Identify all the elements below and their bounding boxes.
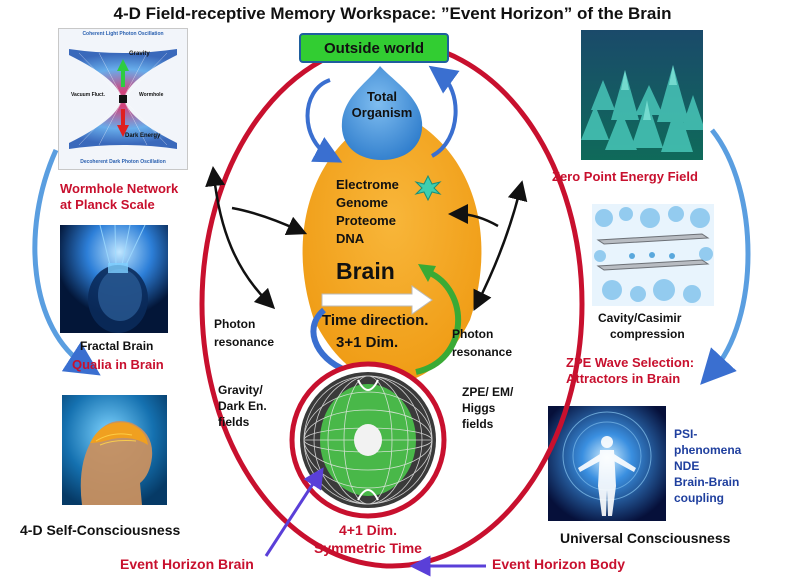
genome-label: Genome — [336, 195, 389, 210]
organism-drop — [341, 66, 423, 160]
organism-label: Organism — [351, 105, 413, 120]
psi-4: Brain-Brain — [674, 475, 740, 489]
photon-left-1: Photon — [214, 317, 256, 331]
wormhole-network-label: Wormhole Network — [60, 181, 179, 196]
zero-point-field-image — [581, 30, 703, 160]
dim31-label: 3+1 Dim. — [336, 334, 399, 351]
event-horizon-brain-label: Event Horizon Brain — [120, 556, 254, 572]
total-label: Total — [366, 89, 398, 104]
cavity-label: Cavity/Casimir — [598, 311, 682, 325]
outside-world-box — [299, 33, 449, 63]
psi-2: phenomena — [674, 443, 742, 457]
fractal-brain-label: Fractal Brain — [80, 339, 154, 353]
page-title: 4-D Field-receptive Memory Workspace: ”E… — [113, 4, 672, 23]
symmetric-time-label: Symmetric Time — [314, 540, 422, 556]
planck-scale-label: at Planck Scale — [60, 197, 155, 212]
gravity-fields-3: fields — [218, 415, 250, 429]
zpe-fields-2: Higgs — [462, 401, 496, 415]
self-consciousness-image — [62, 395, 167, 505]
self-consciousness-label: 4-D Self-Consciousness — [20, 522, 181, 538]
attractors-label: Attractors in Brain — [566, 371, 681, 386]
psi-3: NDE — [674, 459, 700, 473]
wormhole-caption: Wormhole — [139, 92, 164, 98]
dna-label: DNA — [336, 231, 365, 246]
outside-world-label: Outside world — [323, 40, 424, 57]
dark-energy-caption: Dark Energy — [125, 133, 161, 139]
electrome-label: Electrome — [336, 177, 399, 192]
zpe-fields-3: fields — [462, 417, 494, 431]
photon-right-2: resonance — [452, 345, 513, 359]
fractal-brain-image — [60, 225, 168, 333]
casimir-cavity-image — [592, 204, 714, 306]
photon-left-2: resonance — [214, 335, 275, 349]
photon-right-1: Photon — [452, 327, 494, 341]
time-direction-label: Time direction. — [322, 312, 429, 329]
gravity-fields-2: Dark En. — [218, 399, 267, 413]
zpe-field-label: Zero Point Energy Field — [552, 169, 698, 184]
dim41-label: 4+1 Dim. — [339, 522, 397, 538]
wormhole-image-top-caption: Coherent Light Photon Oscillation — [82, 31, 164, 37]
proteome-label: Proteome — [336, 213, 396, 228]
gravity-fields-1: Gravity/ — [218, 383, 263, 397]
qualia-label: Qualia in Brain — [72, 357, 164, 372]
psi-5: coupling — [674, 491, 724, 505]
vacuum-caption: Vacuum Fluct. — [71, 92, 105, 98]
universal-consciousness-image — [548, 406, 666, 521]
event-horizon-body-label: Event Horizon Body — [492, 556, 626, 572]
brain-egg — [302, 110, 482, 384]
zpe-fields-1: ZPE/ EM/ — [462, 385, 514, 399]
universal-consciousness-label: Universal Consciousness — [560, 530, 731, 546]
compression-label: compression — [610, 327, 685, 341]
wormhole-image: Coherent Light Photon Oscillation Gravit… — [58, 28, 188, 170]
time-direction-arrow — [321, 285, 433, 315]
zpe-wave-label: ZPE Wave Selection: — [566, 355, 695, 370]
gravity-caption: Gravity — [129, 51, 150, 57]
psi-1: PSI- — [674, 427, 698, 441]
torus-sphere — [289, 361, 447, 519]
brain-label: Brain — [336, 258, 395, 284]
wormhole-image-bottom-caption: Decoherent Dark Photon Oscillation — [80, 159, 166, 165]
